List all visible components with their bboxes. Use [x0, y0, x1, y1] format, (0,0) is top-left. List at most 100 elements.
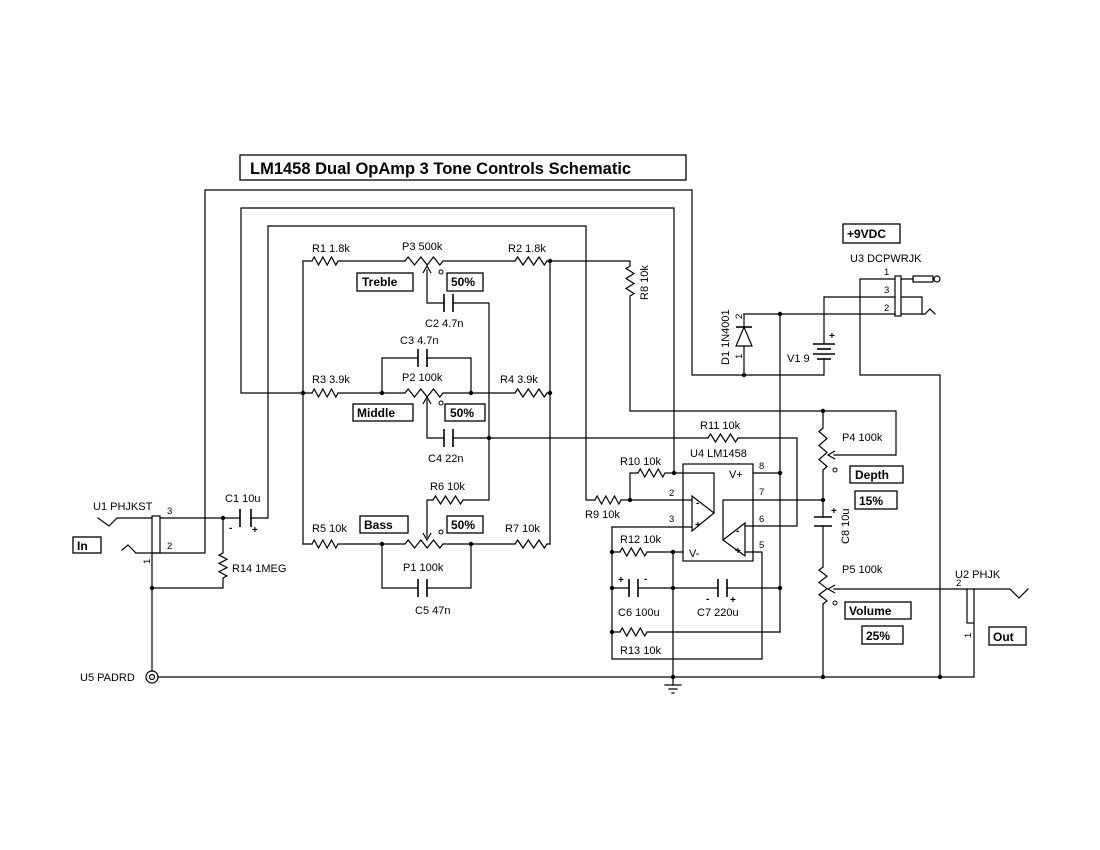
opamp-b-icon: [721, 521, 746, 558]
c8-plus-sign: +: [831, 506, 837, 517]
label-r7: R7 10k: [505, 523, 540, 535]
resistor-r9[interactable]: [594, 494, 622, 506]
label-r3: R3 3.9k: [312, 374, 350, 386]
c1-plus-sign: +: [252, 525, 258, 536]
label-r8: R8 10k: [639, 265, 651, 300]
opamp-b-noninverting-sign: +: [735, 546, 741, 557]
resistor-r7[interactable]: [514, 538, 548, 550]
resistor-r4[interactable]: [514, 387, 548, 399]
junction-dot: [220, 515, 226, 521]
resistor-r13[interactable]: [619, 626, 648, 638]
c7-plus-sign: +: [730, 595, 736, 606]
resistor-r1[interactable]: [311, 255, 339, 267]
junction-dot: [379, 541, 385, 547]
potentiometer-p5-volume[interactable]: [818, 566, 828, 605]
capacitor-c2[interactable]: [443, 294, 454, 312]
label-c2: C2 4.7n: [425, 318, 464, 330]
wire-p2-wiper: [426, 399, 709, 439]
capacitor-c5[interactable]: [417, 579, 428, 597]
u4-vplus-label: V+: [729, 469, 743, 481]
p2-wiper-arrow-icon[interactable]: [422, 395, 432, 405]
u3-pin-2: 2: [884, 303, 889, 314]
capacitor-c4[interactable]: [443, 429, 454, 447]
resistor-r8[interactable]: [624, 265, 636, 297]
junction-dot: [609, 585, 615, 591]
p3-wiper-arrow-icon[interactable]: [422, 264, 432, 274]
junction-dot: [300, 390, 306, 396]
u2-pin-1: 1: [963, 633, 974, 638]
control-bass[interactable]: Bass 50%: [359, 515, 484, 534]
jack-u3-body[interactable]: [894, 275, 902, 317]
volume-label: Volume: [849, 604, 892, 618]
control-volume[interactable]: Volume 25%: [844, 601, 912, 645]
u4-pin-3: 3: [669, 514, 674, 525]
resistor-r14[interactable]: [217, 552, 229, 579]
label-r1: R1 1.8k: [312, 243, 350, 255]
ic-u4-package: [682, 463, 754, 562]
jack-u1-body[interactable]: [151, 515, 161, 554]
wire-input-loop: [250, 225, 596, 519]
junction-dot: [547, 258, 553, 264]
resistor-r2[interactable]: [514, 255, 548, 267]
diode-d1[interactable]: [735, 325, 753, 347]
resistor-r12[interactable]: [619, 546, 648, 558]
label-c3: C3 4.7n: [400, 335, 439, 347]
opamp-u4[interactable]: - + - + V+ V- 2 3 8 7 6 5: [669, 461, 764, 562]
output-tag-box: [988, 626, 1027, 646]
opamp-b-inverting-sign: -: [736, 526, 739, 537]
label-r12: R12 10k: [620, 534, 661, 546]
v1-plus-sign: +: [829, 331, 835, 342]
label-u5: U5 PADRD: [80, 672, 135, 684]
potentiometer-p4-depth[interactable]: [818, 427, 828, 471]
capacitor-c6[interactable]: [628, 579, 639, 597]
resistor-r5[interactable]: [311, 538, 339, 550]
control-middle[interactable]: Middle 50%: [352, 403, 486, 422]
label-u2: U2 PHJK: [955, 569, 1001, 581]
resistor-r10[interactable]: [637, 467, 666, 479]
bass-value: 50%: [451, 518, 475, 532]
capacitor-c1[interactable]: [239, 509, 252, 527]
u4-pin-5: 5: [759, 540, 764, 551]
potentiometer-p3-treble[interactable]: [404, 256, 444, 266]
resistor-r11[interactable]: [707, 432, 739, 444]
wire-r11-to-pin6: [737, 437, 798, 527]
resistor-r6[interactable]: [432, 494, 464, 506]
p5-wiper-arrow-icon[interactable]: [826, 584, 836, 594]
potentiometer-p1-bass[interactable]: [404, 539, 444, 549]
jack-u2-body[interactable]: [966, 588, 975, 624]
battery-v1[interactable]: [813, 343, 835, 360]
junction-dot: [820, 674, 826, 680]
capacitor-c8[interactable]: [814, 516, 832, 527]
u3-pin-3: 3: [884, 285, 889, 296]
junction-dot: [777, 585, 783, 591]
depth-value-box: [854, 490, 898, 510]
control-depth[interactable]: Depth 15%: [849, 465, 904, 510]
resistor-r3[interactable]: [311, 387, 339, 399]
u3-pin-1: 1: [884, 267, 889, 278]
u4-pin-6: 6: [759, 514, 764, 525]
volume-label-box: [844, 601, 912, 620]
junction-dot: [379, 390, 385, 396]
p1-wiper-arrow-icon[interactable]: [422, 532, 432, 542]
potentiometer-p2-middle[interactable]: [404, 388, 444, 398]
label-r13: R13 10k: [620, 645, 661, 657]
label-c6: C6 100u: [618, 607, 660, 619]
u4-pin-2: 2: [669, 488, 674, 499]
label-d1: D1 1N4001: [720, 309, 732, 365]
label-c4: C4 22n: [428, 453, 463, 465]
bass-value-box: [446, 515, 484, 534]
capacitor-c3[interactable]: [417, 349, 428, 367]
control-treble[interactable]: Treble 50%: [356, 272, 484, 292]
wires: [97, 189, 1029, 678]
capacitor-c7[interactable]: [717, 579, 728, 597]
wire-p1-wiper: [426, 499, 434, 538]
u2-pin-2: 2: [956, 578, 961, 589]
pad-outer-icon: [145, 670, 159, 684]
pad-u5[interactable]: [145, 670, 159, 684]
label-p4: P4 100k: [842, 432, 883, 444]
wire-p3-wiper: [426, 269, 490, 501]
label-u3: U3 DCPWRJK: [850, 253, 922, 265]
opamp-a-inverting-sign: -: [696, 498, 699, 509]
p4-wiper-arrow-icon[interactable]: [826, 450, 836, 460]
